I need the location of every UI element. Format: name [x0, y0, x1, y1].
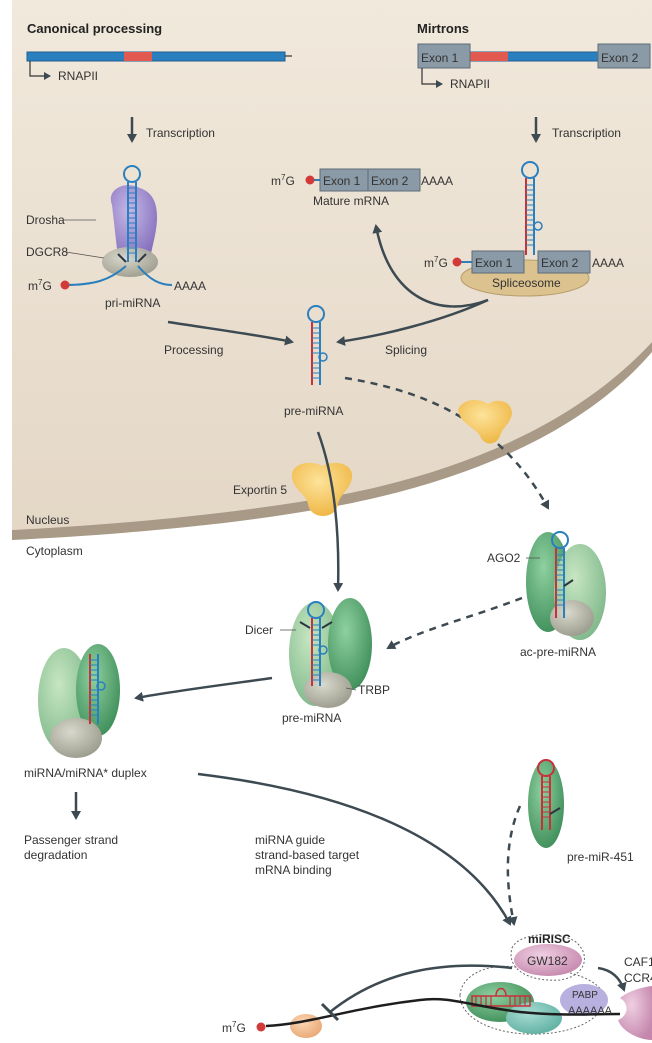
duplex-label: miRNA/miRNA* duplex	[24, 766, 147, 780]
pre-mirna-cyto-label: pre-miRNA	[282, 711, 341, 725]
ccr4-label: CCR4	[624, 971, 652, 985]
spliceosome-label: Spliceosome	[492, 276, 561, 290]
pre-mir-451-arrow	[508, 806, 520, 924]
aaaa-splice-label: AAAA	[592, 256, 624, 270]
passenger-label-line2: degradation	[24, 848, 87, 862]
aaaa-mature-label: AAAA	[421, 174, 453, 188]
gw182-label: GW182	[527, 954, 568, 968]
canonical-header: Canonical processing	[27, 21, 162, 36]
drosha-label: Drosha	[26, 213, 65, 227]
pre-mir-451-complex	[528, 760, 564, 848]
splice-exon1-label: Exon 1	[475, 256, 513, 270]
mirisc-label: miRISC	[528, 932, 571, 946]
rnapii-right-label: RNAPII	[450, 77, 490, 91]
mirisc-complex	[257, 935, 652, 1040]
guide-label-line3: mRNA binding	[255, 863, 332, 877]
ago2-label: AGO2	[487, 551, 521, 565]
pre-mirna-nucleus-label: pre-miRNA	[284, 404, 343, 418]
trbp-label: TRBP	[358, 683, 390, 697]
cytoplasm-label: Cytoplasm	[26, 544, 83, 558]
guide-label-line2: strand-based target	[255, 848, 360, 862]
exon2-box-label: Exon 2	[601, 51, 639, 65]
mirtrons-header: Mirtrons	[417, 21, 469, 36]
exportin-label: Exportin 5	[233, 483, 287, 497]
transcription-left-label: Transcription	[146, 126, 215, 140]
aaaa-pri-label: AAAA	[174, 279, 206, 293]
pri-mirna-label: pri-miRNA	[105, 296, 160, 310]
splice-exon2-label: Exon 2	[541, 256, 579, 270]
dgcr8-label: DGCR8	[26, 245, 68, 259]
ago2-to-dicer-arrow	[388, 598, 522, 648]
passenger-label-line1: Passenger strand	[24, 833, 118, 847]
ac-pre-mirna-complex	[526, 532, 606, 640]
m7g-target-label: m7G	[222, 1020, 246, 1035]
dicer-to-duplex-arrow	[136, 678, 272, 698]
pabp-label: PABP	[572, 990, 598, 1001]
rnapii-left-label: RNAPII	[58, 69, 98, 83]
pre-mir-451-label: pre-miR-451	[567, 850, 634, 864]
aaaaaa-label: AAAAAA	[568, 1005, 613, 1017]
exon1-box-label: Exon 1	[421, 51, 459, 65]
nucleus-label: Nucleus	[26, 513, 69, 527]
duplex-complex	[38, 644, 120, 758]
dicer-label: Dicer	[245, 623, 273, 637]
mature-exon1-label: Exon 1	[323, 174, 361, 188]
ac-pre-mirna-label: ac-pre-miRNA	[520, 645, 596, 659]
mature-exon2-label: Exon 2	[371, 174, 409, 188]
guide-label-line1: miRNA guide	[255, 833, 325, 847]
mature-mrna-label: Mature mRNA	[313, 194, 389, 208]
splicing-label: Splicing	[385, 343, 427, 357]
transcription-right-label: Transcription	[552, 126, 621, 140]
caf1-label: CAF1	[624, 955, 652, 969]
processing-label: Processing	[164, 343, 223, 357]
